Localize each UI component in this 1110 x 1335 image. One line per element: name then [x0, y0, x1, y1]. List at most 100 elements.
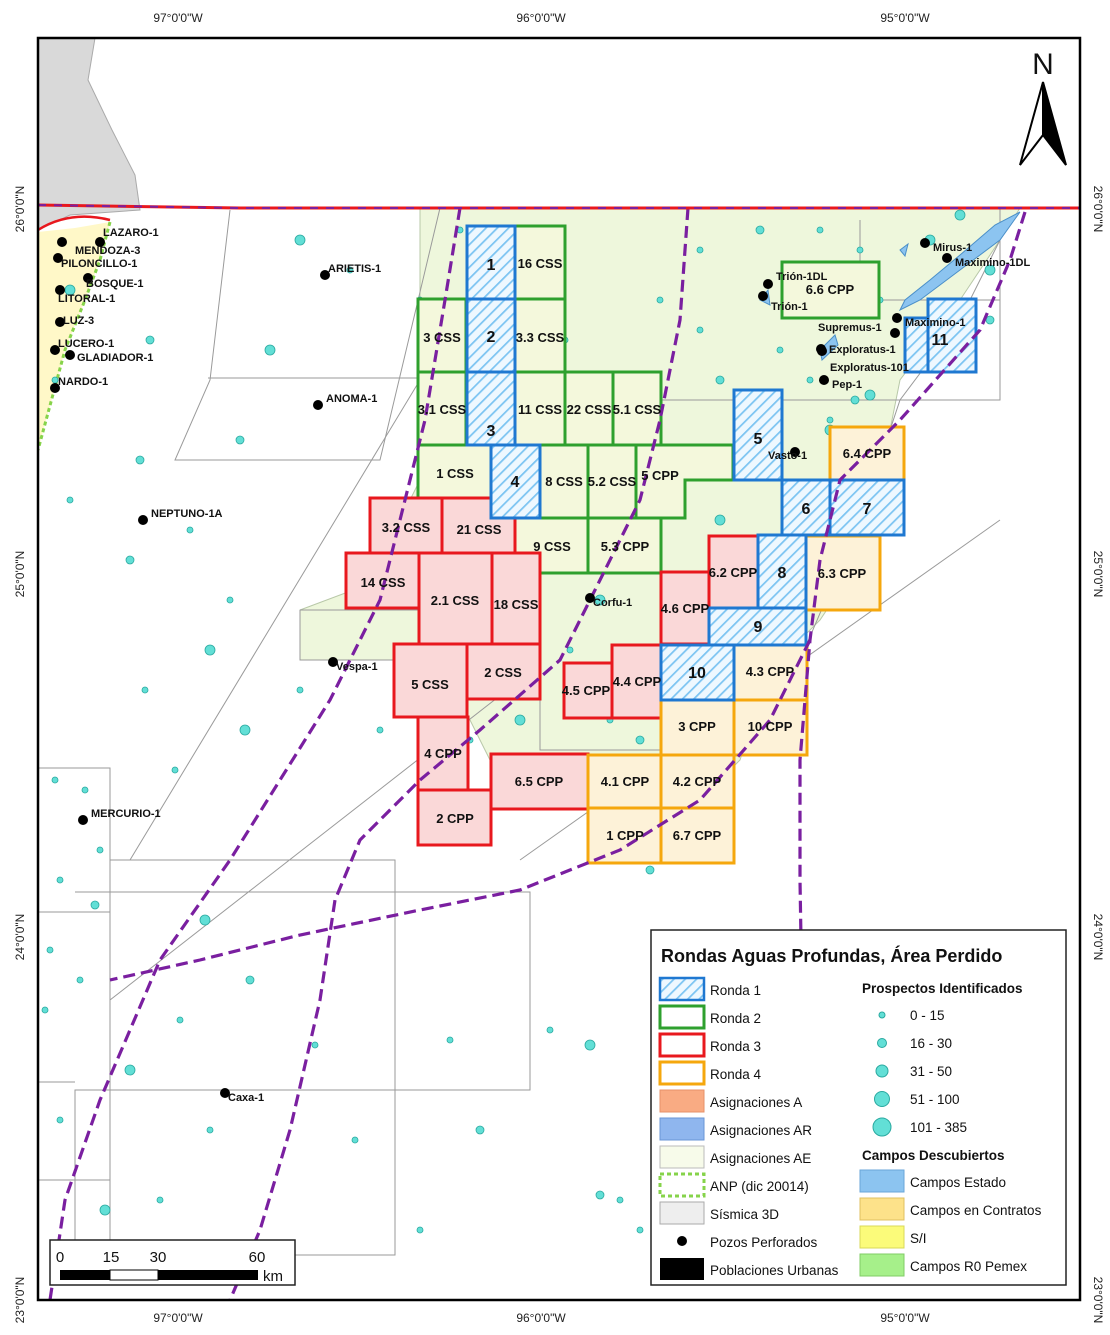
- coord-left-0: 26°0'0"N: [13, 186, 27, 233]
- legend-swatch-sismica: [659, 1201, 705, 1225]
- prospect-marker: [124, 1064, 136, 1076]
- well-label: PILONCILLO-1: [61, 258, 137, 270]
- block-label-ronda3: 6.2 CPP: [709, 565, 758, 580]
- prospect-marker: [696, 246, 704, 254]
- well-marker: [890, 328, 900, 338]
- legend-prospect-3: 51 - 100: [910, 1092, 960, 1107]
- legend-swatch-asig-a: [659, 1089, 705, 1113]
- prospect-marker: [99, 1204, 111, 1216]
- well-label: NEPTUNO-1A: [151, 508, 223, 520]
- well-marker: [57, 237, 67, 247]
- prospect-marker: [656, 296, 664, 304]
- prospect-marker: [864, 389, 876, 401]
- well-label: GLADIADOR-1: [77, 352, 153, 364]
- block-label-ronda2: 16 CSS: [518, 256, 563, 271]
- block-label-ronda4: 4.3 CPP: [746, 664, 795, 679]
- block-label-ronda3: 3.2 CSS: [382, 520, 431, 535]
- well-marker: [53, 253, 63, 263]
- well-label: Maximino-1: [905, 317, 966, 329]
- legend-prospect-size-0: [878, 1011, 886, 1019]
- legend-prospect-size-3: [874, 1091, 890, 1107]
- well-marker: [95, 237, 105, 247]
- prospect-marker: [206, 1126, 214, 1134]
- well-marker: [585, 593, 595, 603]
- well-marker: [313, 400, 323, 410]
- scale-unit: km: [263, 1268, 283, 1285]
- block-label-ronda2: 1 CSS: [436, 466, 474, 481]
- legend-prospect-2: 31 - 50: [910, 1064, 952, 1079]
- coord-left-2: 24°0'0"N: [13, 914, 27, 961]
- well-marker: [892, 313, 902, 323]
- prospect-marker: [46, 946, 54, 954]
- well-marker: [55, 285, 65, 295]
- well-label: Trión-1: [771, 301, 808, 313]
- legend-item-6: Asignaciones AE: [710, 1151, 811, 1166]
- well-label: Maximino-1DL: [955, 257, 1030, 269]
- well-label: ANOMA-1: [326, 393, 377, 405]
- coast-line: [38, 215, 111, 232]
- well-label: Supremus-1: [818, 322, 882, 334]
- legend-campo-1: Campos en Contratos: [910, 1203, 1042, 1218]
- legend-prospect-0: 0 - 15: [910, 1008, 945, 1023]
- prospect-marker: [595, 1190, 605, 1200]
- prospect-marker: [446, 1036, 454, 1044]
- block-label-ronda2: 3 CSS: [423, 330, 461, 345]
- block-label-ronda4: 1 CPP: [606, 828, 644, 843]
- block-label-ronda2: 9 CSS: [533, 539, 571, 554]
- well-marker: [78, 815, 88, 825]
- coord-right-2: 24°0'0"N: [1091, 914, 1105, 961]
- prospect-marker: [850, 395, 860, 405]
- prospect-marker: [416, 1226, 424, 1234]
- coord-top-2: 95°0'0"W: [880, 11, 930, 25]
- prospect-marker: [51, 776, 59, 784]
- well-label: NARDO-1: [58, 376, 108, 388]
- well-label: MERCURIO-1: [91, 808, 161, 820]
- coord-right-1: 25°0'0"N: [1091, 551, 1105, 598]
- legend-item-3: Ronda 4: [710, 1067, 762, 1082]
- block-label-ronda3: 6.5 CPP: [515, 774, 564, 789]
- scale-tick-2: 30: [150, 1249, 167, 1266]
- border-line-purple: [38, 204, 1080, 209]
- prospect-marker: [176, 1016, 184, 1024]
- block-label-ronda1: 9: [754, 619, 763, 636]
- well-label: LUZ-3: [63, 315, 94, 327]
- prospect-marker: [816, 226, 824, 234]
- prospect-marker: [635, 735, 645, 745]
- legend-item-4: Asignaciones A: [710, 1095, 802, 1110]
- block-label-ronda3: 2 CSS: [484, 665, 522, 680]
- block-label-ronda1: 4: [511, 474, 520, 491]
- prospect-marker: [715, 375, 725, 385]
- block-label-ronda2: 6.6 CPP: [806, 282, 855, 297]
- limit-lines: [48, 207, 1027, 1300]
- block-label-ronda4: 10 CPP: [748, 719, 793, 734]
- well-label: Vasto-1: [768, 450, 807, 462]
- well-marker: [55, 317, 65, 327]
- well-marker: [920, 238, 930, 248]
- block-label-ronda2: 8 CSS: [545, 474, 583, 489]
- block-label-ronda3: 14 CSS: [361, 575, 406, 590]
- ronda4-blocks: [586, 425, 906, 865]
- well-marker: [220, 1088, 230, 1098]
- well-label: LAZARO-1: [103, 227, 159, 239]
- prospect-marker: [239, 724, 251, 736]
- legend-item-5: Asignaciones AR: [710, 1123, 812, 1138]
- well-marker: [819, 375, 829, 385]
- legend-swatch-si: [859, 1225, 905, 1249]
- well-label: Trión-1DL: [776, 271, 828, 283]
- well-label: LITORAL-1: [58, 293, 115, 305]
- ronda3-blocks: [344, 496, 760, 847]
- prospect-marker: [546, 1026, 554, 1034]
- legend-item-2: Ronda 3: [710, 1039, 761, 1054]
- scale-tick-1: 15: [103, 1249, 120, 1266]
- block-label-ronda1: 7: [863, 501, 872, 518]
- prospect-marker: [616, 1196, 624, 1204]
- legend-item-7: ANP (dic 20014): [710, 1179, 809, 1194]
- well-label: Mirus-1: [933, 242, 972, 254]
- block-label-ronda3: 21 CSS: [457, 522, 502, 537]
- coord-bottom-2: 95°0'0"W: [880, 1311, 930, 1325]
- coord-right-3: 23°0'0"N: [1091, 1277, 1105, 1324]
- legend-swatch-anp: [658, 1172, 706, 1198]
- legend-swatch-campos-r0: [859, 1253, 905, 1277]
- well-marker: [763, 279, 773, 289]
